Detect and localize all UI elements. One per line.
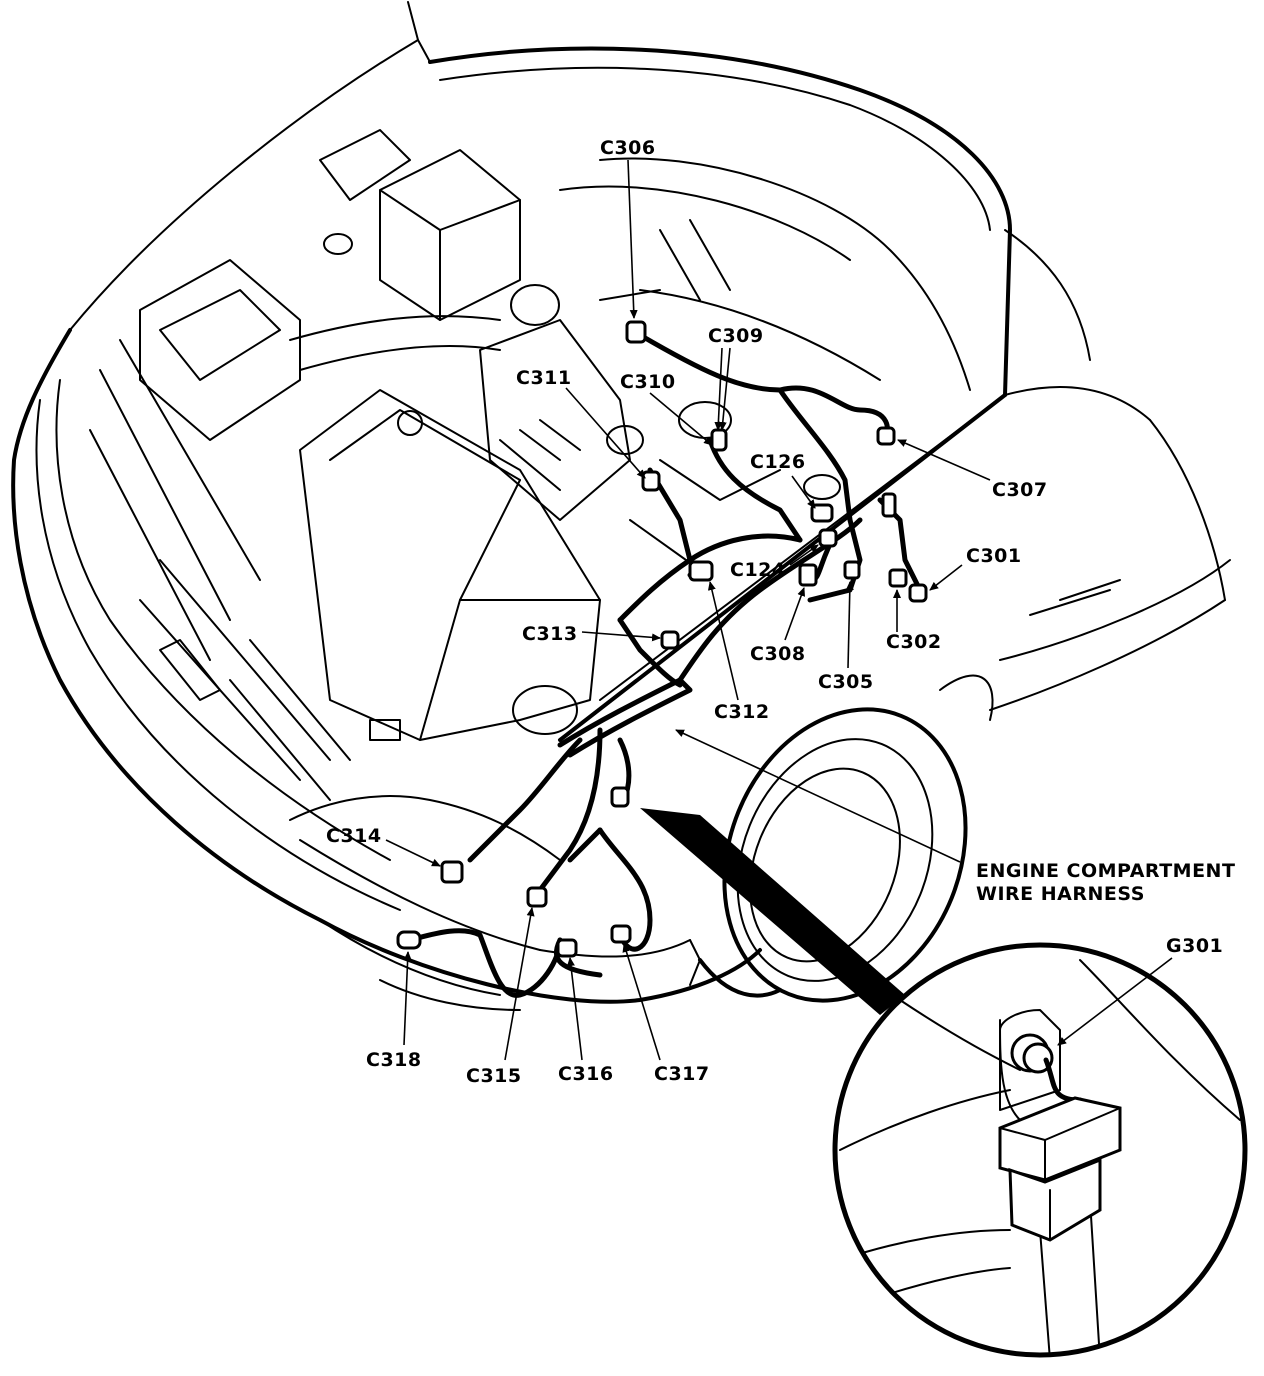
car-body-outline (11, 1, 1231, 1011)
g301-detail-view (832, 942, 1248, 1358)
label-c309: C309 (708, 325, 764, 347)
label-harness-line1: ENGINE COMPARTMENT (976, 860, 1235, 882)
label-c316: C316 (558, 1063, 614, 1085)
label-c314: C314 (326, 825, 382, 847)
connector-c305 (843, 560, 861, 580)
label-c317: C317 (654, 1063, 710, 1085)
connector-c316 (556, 938, 578, 958)
connector-c318 (396, 930, 422, 950)
connector-c302 (888, 568, 908, 588)
label-c312: C312 (714, 701, 770, 723)
connector-c307 (876, 426, 896, 446)
label-c126: C126 (750, 451, 806, 473)
label-c124: C124 (730, 559, 786, 581)
label-c310: C310 (620, 371, 676, 393)
connector-c124 (818, 528, 838, 548)
connector-c312 (688, 560, 714, 582)
label-g301: G301 (1166, 935, 1223, 957)
front-tire (698, 674, 994, 1003)
connector-c126 (810, 503, 834, 523)
connector-c313 (660, 630, 680, 650)
label-c302: C302 (886, 631, 942, 653)
label-harness-line2: WIRE HARNESS (976, 883, 1145, 905)
label-c313: C313 (522, 623, 578, 645)
label-c318: C318 (366, 1049, 422, 1071)
label-c315: C315 (466, 1065, 522, 1087)
connector-c303 (881, 492, 897, 518)
label-c301: C301 (966, 545, 1022, 567)
label-c305: C305 (818, 671, 874, 693)
connector-c311 (641, 470, 661, 492)
connector-c317 (610, 924, 632, 944)
connector-c308 (798, 563, 818, 587)
connector-front-left (610, 786, 630, 808)
detail-callout-wedge (640, 808, 905, 1015)
label-c307: C307 (992, 479, 1048, 501)
connector-c309 (710, 428, 728, 452)
connector-c314 (440, 860, 464, 884)
connector-c315 (526, 886, 548, 908)
connector-labels: C306 C309 C311 C310 C126 C307 C301 C124 … (326, 137, 1235, 1087)
connector-c301 (908, 583, 928, 603)
label-c306: C306 (600, 137, 656, 159)
connector-c306 (625, 320, 647, 344)
engine-compartment-wire-harness (396, 320, 928, 998)
label-c311: C311 (516, 367, 572, 389)
label-c308: C308 (750, 643, 806, 665)
label-pointers (385, 159, 1173, 1061)
